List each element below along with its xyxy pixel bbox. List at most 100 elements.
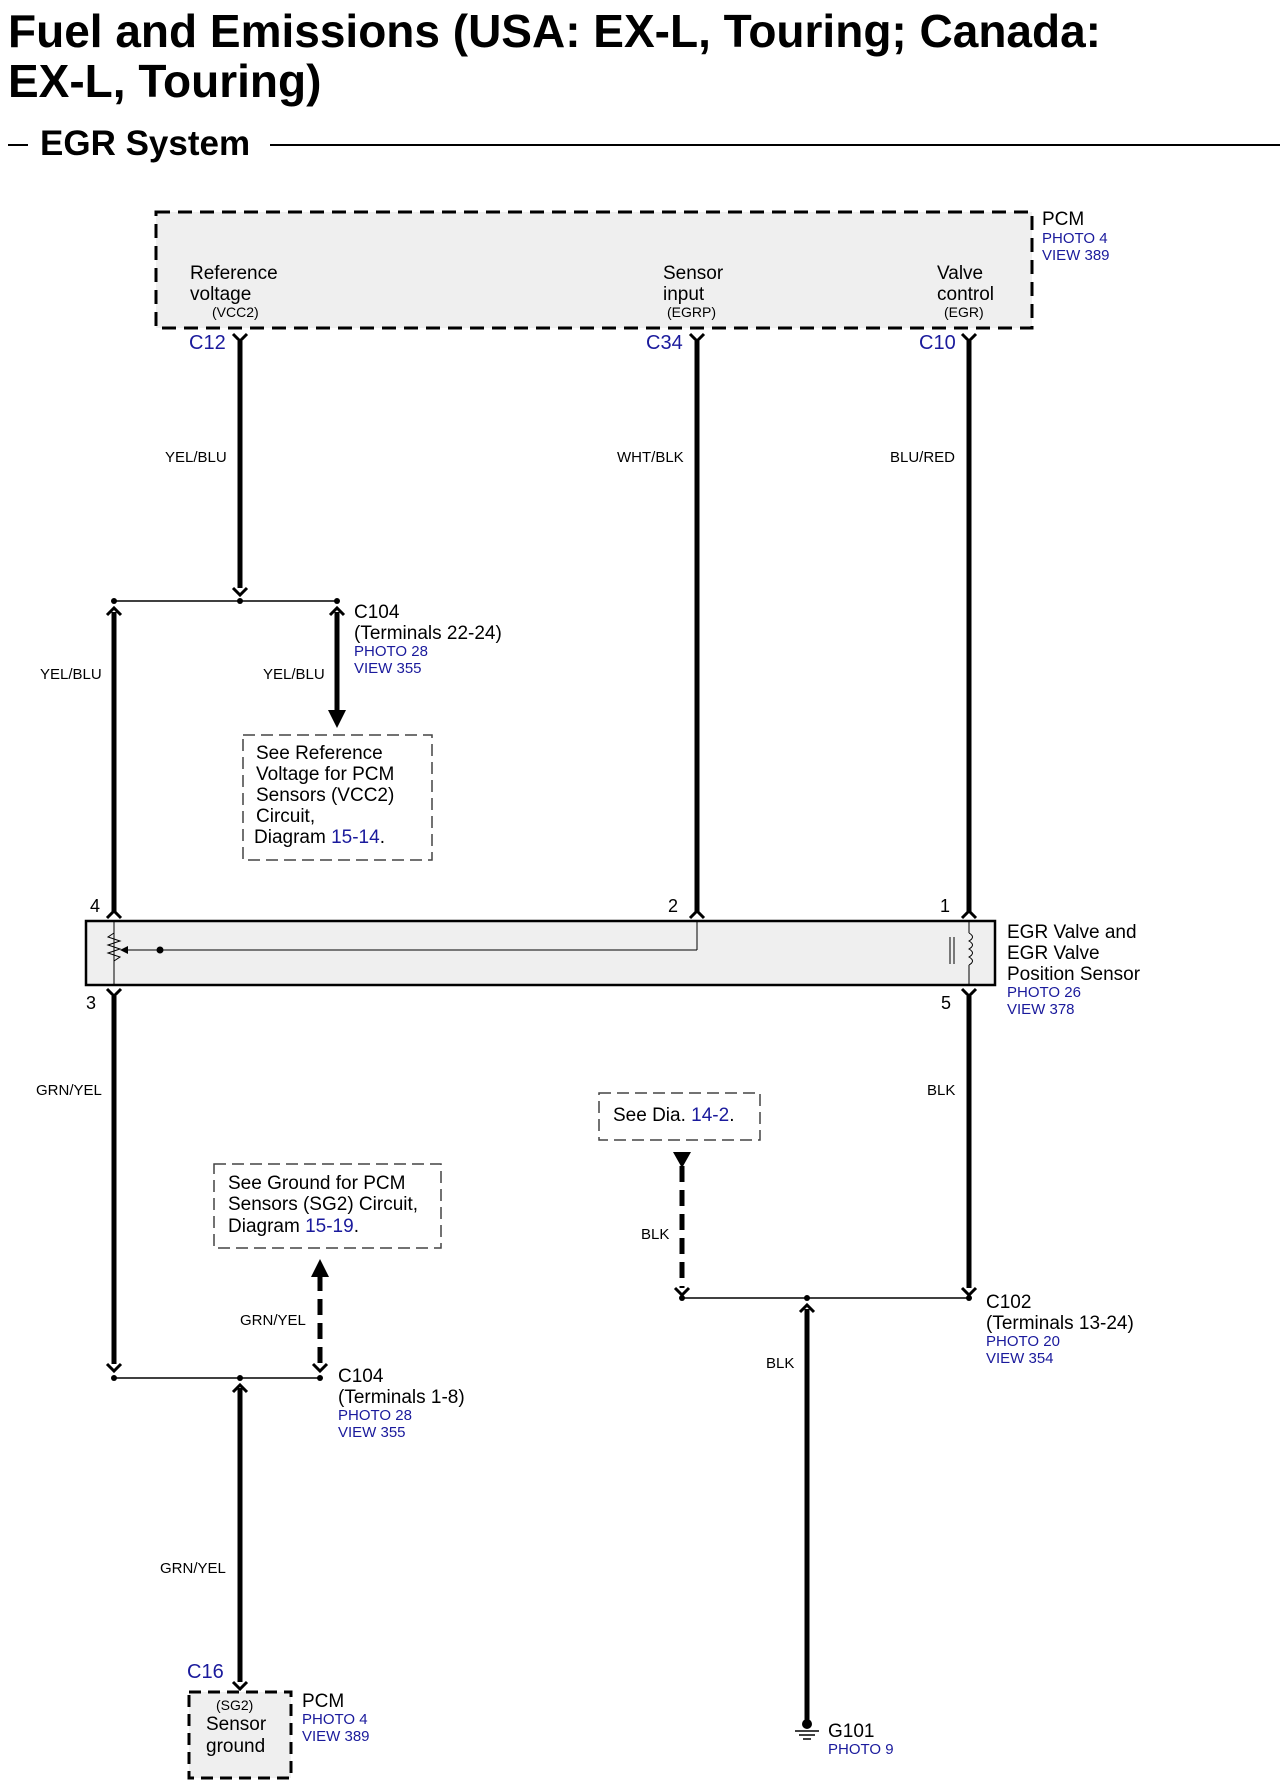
- pcm-bottom-view[interactable]: VIEW 389: [302, 1728, 370, 1745]
- ref-note-line-5: Diagram 15-14.: [254, 827, 385, 848]
- ground-note-line-3: Diagram 15-19.: [228, 1216, 359, 1237]
- c104-upper-terminals: (Terminals 22-24): [354, 623, 502, 644]
- pot-resistor: [106, 932, 122, 962]
- wire-label-yel-blu-main: YEL/BLU: [165, 449, 227, 466]
- egr-photo[interactable]: PHOTO 26: [1007, 984, 1081, 1001]
- ground-note-box: [213, 1163, 442, 1249]
- pcm-top-name: PCM: [1042, 209, 1084, 230]
- pcm-sensor-label-1: Sensor: [663, 263, 724, 284]
- c104-lower-name: C104: [338, 1366, 384, 1387]
- c104-lower-terminals: (Terminals 1-8): [338, 1387, 465, 1408]
- c104-upper-left-terminal: [105, 605, 123, 617]
- wire-label-blk-ground: BLK: [766, 1355, 794, 1372]
- g101-point: [802, 1719, 812, 1729]
- pin-c10-terminal: [960, 332, 978, 344]
- c104-lower-photo[interactable]: PHOTO 28: [338, 1407, 412, 1424]
- pcm-bottom-label-2: ground: [206, 1736, 265, 1757]
- page-title: Fuel and Emissions (USA: EX-L, Touring; …: [8, 6, 1101, 106]
- g101-name: G101: [828, 1721, 874, 1742]
- pin-c16: C16: [187, 1661, 224, 1683]
- ground-note-line-2: Sensors (SG2) Circuit,: [228, 1194, 418, 1215]
- pcm-top-box: [154, 210, 1034, 330]
- c104-upper-photo[interactable]: PHOTO 28: [354, 643, 428, 660]
- egr-pin-5-terminal: [960, 987, 978, 999]
- c104-lower-center-terminal: [231, 1382, 249, 1394]
- section-subtitle: EGR System: [40, 124, 251, 163]
- c104-lower-view[interactable]: VIEW 355: [338, 1424, 406, 1441]
- ground-note-period: .: [354, 1216, 359, 1237]
- egr-name-line-2: EGR Valve: [1007, 943, 1100, 964]
- pcm-bottom-name: PCM: [302, 1691, 344, 1712]
- c102-center-terminal: [798, 1302, 816, 1314]
- title-line-1: Fuel and Emissions (USA: EX-L, Touring; …: [8, 5, 1101, 57]
- ref-note-line-2: Voltage for PCM: [256, 764, 394, 785]
- pcm-valve-code: (EGR): [944, 304, 984, 320]
- pcm-bottom-code: (SG2): [216, 1697, 253, 1713]
- egr-view[interactable]: VIEW 378: [1007, 1001, 1075, 1018]
- c104-upper-view[interactable]: VIEW 355: [354, 660, 422, 677]
- wire-label-grn-yel-bottom: GRN/YEL: [160, 1560, 226, 1577]
- pcm-ref-label-1: Reference: [190, 263, 278, 284]
- dia-note-link[interactable]: 14-2: [691, 1105, 729, 1126]
- c102-terminals: (Terminals 13-24): [986, 1313, 1134, 1334]
- c104-upper-name: C104: [354, 602, 400, 623]
- pin-c34-terminal: [688, 332, 706, 344]
- egr-pin-3-terminal: [105, 987, 123, 999]
- c102-right-terminal: [960, 1286, 978, 1298]
- wire-label-yel-blu-ref: YEL/BLU: [263, 666, 325, 683]
- ref-note-line-1: See Reference: [256, 743, 383, 764]
- ground-note-line-1: See Ground for PCM: [228, 1173, 405, 1194]
- c102-left-terminal: [673, 1286, 691, 1298]
- egr-name-line-3: Position Sensor: [1007, 964, 1141, 985]
- pcm-valve-label-2: control: [937, 284, 994, 305]
- pcm-top-photo[interactable]: PHOTO 4: [1042, 230, 1108, 247]
- c104-upper-dot-right: [334, 598, 340, 604]
- wire-label-yel-blu-left: YEL/BLU: [40, 666, 102, 683]
- ref-note-line-3: Sensors (VCC2): [256, 785, 394, 806]
- c102-view[interactable]: VIEW 354: [986, 1350, 1054, 1367]
- c104-lower-dot-right: [317, 1375, 323, 1381]
- wire-label-grn-yel-dashed: GRN/YEL: [240, 1312, 306, 1329]
- g101-photo[interactable]: PHOTO 9: [828, 1741, 894, 1758]
- pcm-top-view[interactable]: VIEW 389: [1042, 247, 1110, 264]
- wire-label-blu-red: BLU/RED: [890, 449, 955, 466]
- wire-label-blk-right: BLK: [927, 1082, 955, 1099]
- ground-note-link[interactable]: 15-19: [305, 1216, 354, 1237]
- c102-photo[interactable]: PHOTO 20: [986, 1333, 1060, 1350]
- wire-label-grn-yel-left: GRN/YEL: [36, 1082, 102, 1099]
- pcm-ref-label-2: voltage: [190, 284, 251, 305]
- c102-dot-left: [679, 1295, 685, 1301]
- egr-valve-box: [84, 919, 997, 987]
- c104-upper-dot-left: [111, 598, 117, 604]
- wire-label-wht-blk: WHT/BLK: [617, 449, 684, 466]
- egr-pin-4: 4: [90, 896, 100, 916]
- ref-note-link[interactable]: 15-14: [331, 827, 380, 848]
- pin-c16-terminal: [231, 1680, 249, 1692]
- ref-note-period: .: [380, 827, 385, 848]
- c102-dot-center: [804, 1295, 810, 1301]
- pin-c34: C34: [646, 332, 683, 354]
- dia-note-text: See Dia. 14-2.: [613, 1105, 734, 1126]
- ref-note-diagram-word: Diagram: [254, 827, 326, 848]
- pcm-bottom-photo[interactable]: PHOTO 4: [302, 1711, 368, 1728]
- subtitle-dash: [8, 144, 28, 146]
- c104-upper-right-terminal: [328, 605, 346, 617]
- c104-upper-terminal: [231, 586, 249, 598]
- pin-c12: C12: [189, 332, 226, 354]
- ref-note-line-4: Circuit,: [256, 806, 315, 827]
- c104-lower-dot-left: [111, 1375, 117, 1381]
- c104-lower-left-terminal: [105, 1362, 123, 1374]
- egr-pin-4-terminal: [105, 908, 123, 920]
- dia-arrow: [673, 1152, 691, 1168]
- c104-lower-dot-center: [237, 1375, 243, 1381]
- pcm-sensor-label-2: input: [663, 284, 705, 305]
- c104-lower-right-terminal: [311, 1362, 329, 1374]
- egr-pin-2: 2: [668, 896, 678, 916]
- ground-arrow: [311, 1259, 329, 1277]
- title-line-2: EX-L, Touring): [8, 55, 322, 107]
- egr-name-line-1: EGR Valve and: [1007, 922, 1137, 943]
- pcm-bottom-label-1: Sensor: [206, 1714, 267, 1735]
- ref-note-box: [242, 734, 433, 861]
- pot-wiper-dot: [156, 946, 164, 954]
